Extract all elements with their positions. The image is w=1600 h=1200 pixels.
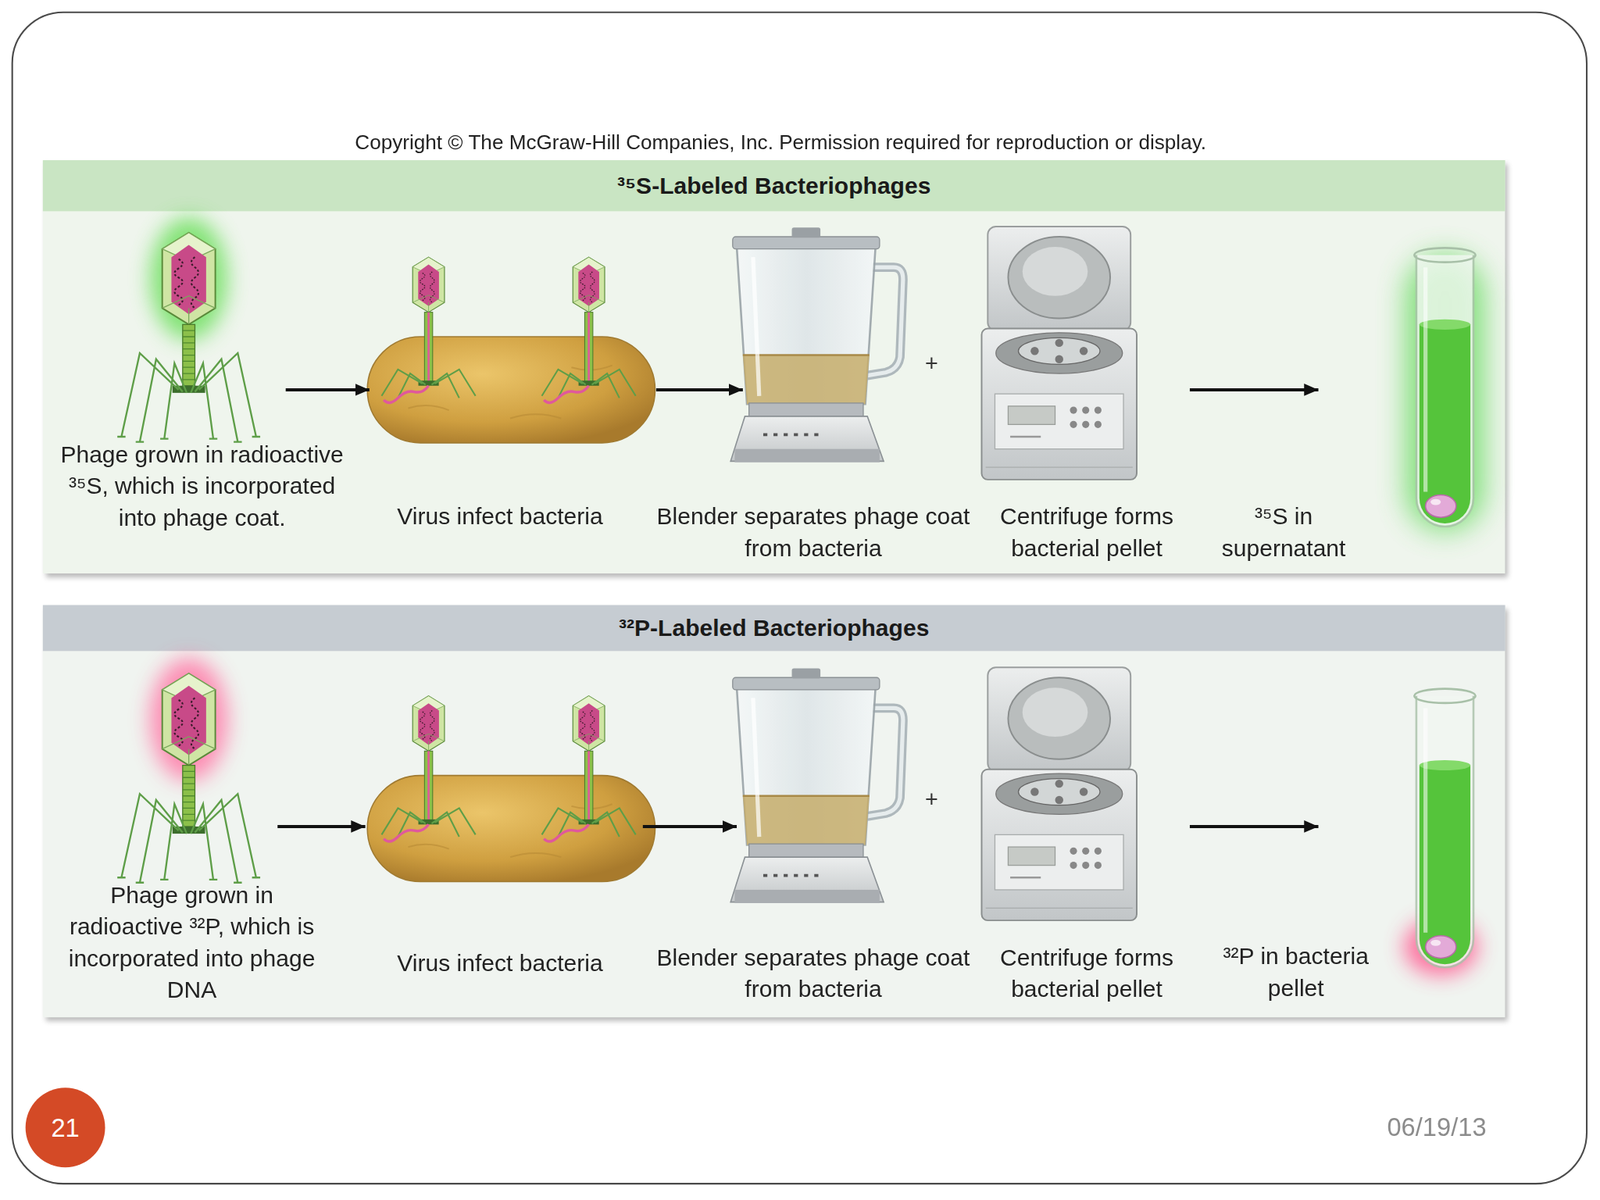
slide-date: 06/19/13 [1386,1112,1486,1143]
process-step: Virus infect bacteria [365,671,643,982]
plus-sign: + [925,786,939,814]
tube-glow [1406,255,1484,532]
process-step: Blender separates phage coat from bacter… [736,671,890,982]
panel-heading: ³⁵S-Labeled Bacteriophages [617,171,931,200]
copyright-notice: Copyright © The McGraw-Hill Companies, I… [354,131,1207,155]
flow-arrow [642,825,737,829]
centrifuge [981,667,1137,921]
plus-sign: + [925,350,939,378]
slide-number-badge: 21 [25,1087,106,1168]
process-step: Phage grown in radioactive ³⁵S, which is… [110,234,286,545]
panel-one-art [117,217,1484,531]
flow-arrow [277,825,365,829]
step-caption: Blender separates phage coat from bacter… [655,500,972,565]
step-caption: Virus infect bacteria [346,500,654,533]
pellet-glow [1403,918,1478,976]
process-step: ³²P in bacteria pellet [1318,671,1486,982]
step-caption: ³²P in bacteria pellet [1210,940,1382,1004]
test-tube [1414,247,1475,527]
step-caption: Virus infect bacteria [346,947,654,979]
flow-arrow [1189,825,1319,829]
step-caption: Centrifuge forms bacterial pellet [969,942,1204,1006]
phage-glow [150,657,228,781]
test-tube [1414,689,1475,968]
process-step: Phage grown in radioactive ³²P, which is… [110,671,278,982]
slide-number: 21 [50,1112,79,1143]
step-caption: Blender separates phage coat from bacter… [655,942,972,1006]
panel-header-band: ³²P-Labeled Bacteriophages [42,605,1506,652]
bacteriophage [117,232,261,443]
panel-header-band: ³⁵S-Labeled Bacteriophages [42,160,1506,211]
experiment-panel: ³⁵S-Labeled BacteriophagesPhage grown in… [42,160,1506,574]
panel-two-art [117,657,1478,975]
experiment-panel: ³²P-Labeled BacteriophagesPhage grown in… [42,605,1506,1018]
blender [730,227,904,462]
step-caption: ³⁵S in supernatant [1202,500,1366,565]
blender [730,668,904,904]
process-step: Blender separates phage coat from bacter… [742,234,890,545]
flow-arrow [656,388,743,392]
infected-bacterium [367,257,655,443]
phage-glow [150,217,228,340]
slide-border [12,12,1587,1184]
centrifuge [981,226,1137,480]
panel-heading: ³²P-Labeled Bacteriophages [618,614,929,642]
step-caption: Phage grown in radioactive ³²P, which is… [53,879,330,1007]
infected-bacterium [367,696,655,883]
process-step: Centrifuge forms bacterial pellet [977,671,1190,982]
step-caption: Centrifuge forms bacterial pellet [969,500,1204,565]
step-caption: Phage grown in radioactive ³⁵S, which is… [59,439,346,534]
flow-arrow [1189,388,1319,392]
bacteriophage [117,673,261,883]
flow-arrow [285,388,370,392]
process-step: Virus infect bacteria [369,234,657,545]
process-step: ³⁵S in supernatant [1318,234,1486,545]
process-step: Centrifuge forms bacterial pellet [977,234,1190,545]
